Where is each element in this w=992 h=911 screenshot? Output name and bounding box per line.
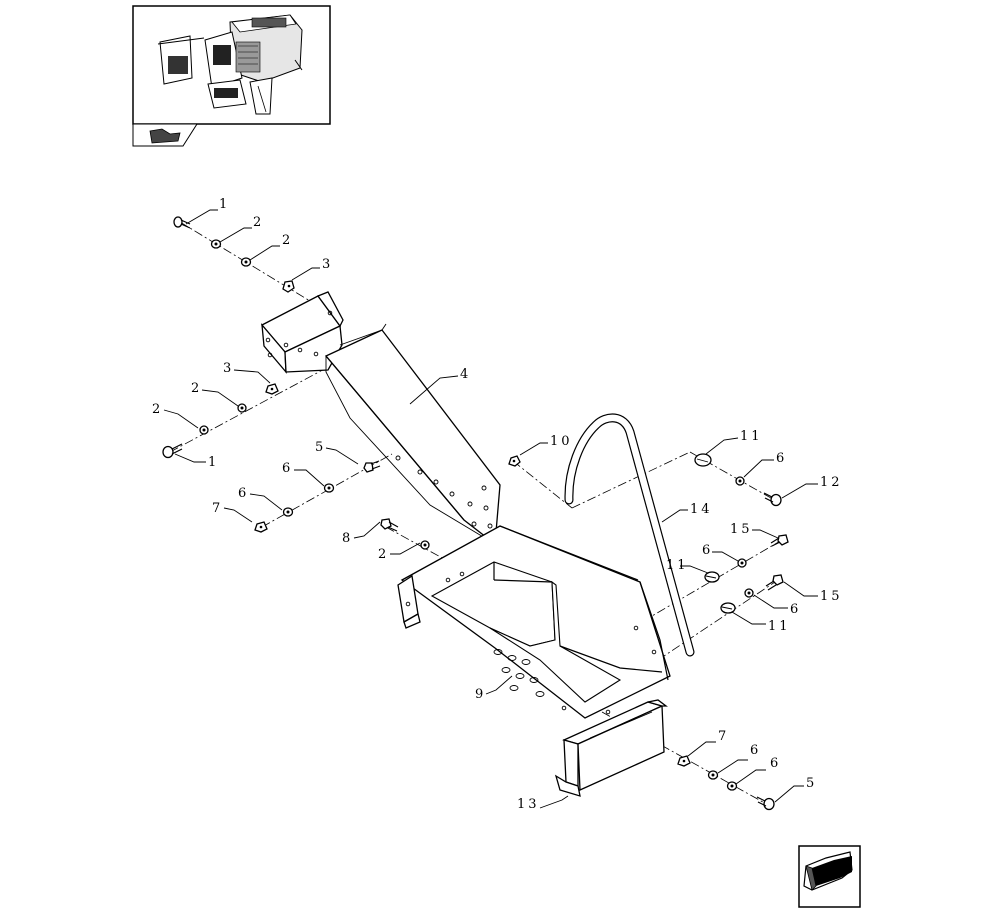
washer-icon[interactable] (737, 558, 747, 568)
washer-icon[interactable] (744, 588, 754, 598)
washer-icon[interactable] (420, 540, 430, 550)
callout-1: 1 (219, 197, 230, 212)
callouts: 1 2 2 3 4 3 2 2 1 5 6 6 7 8 2 9 10 11 6 … (152, 197, 843, 812)
callout-2: 2 (152, 402, 163, 417)
callout-6: 6 (790, 602, 801, 617)
callout-8: 8 (342, 531, 353, 546)
callout-14: 14 (690, 502, 713, 517)
bolt-icon[interactable] (363, 460, 381, 473)
callout-7: 7 (718, 729, 729, 744)
next-page-arrow-icon[interactable] (798, 845, 861, 908)
washer-icon[interactable] (199, 425, 209, 435)
callout-9: 9 (475, 687, 486, 702)
callout-7: 7 (212, 501, 223, 516)
callout-6: 6 (750, 743, 761, 758)
bolt-icon[interactable] (770, 534, 789, 547)
callout-6: 6 (282, 461, 293, 476)
callout-13: 13 (517, 797, 540, 812)
callout-11: 11 (768, 619, 791, 634)
washer-icon[interactable] (282, 507, 294, 517)
callout-3: 3 (322, 257, 333, 272)
nut-icon[interactable] (677, 755, 691, 767)
callout-12: 12 (820, 475, 843, 490)
callout-6: 6 (702, 543, 713, 558)
washer-icon[interactable] (707, 770, 719, 780)
bolt-icon[interactable] (756, 796, 775, 811)
cap-nut-icon[interactable] (704, 571, 720, 583)
washer-icon[interactable] (210, 239, 222, 249)
leader-lines (163, 209, 818, 809)
nut-icon[interactable] (282, 280, 295, 293)
bolt-icon[interactable] (380, 518, 399, 532)
bolt-icon[interactable] (162, 443, 183, 459)
bolt-icon[interactable] (763, 492, 782, 507)
washer-icon[interactable] (237, 403, 247, 413)
grab-handle-part-14[interactable] (564, 413, 695, 657)
callout-6: 6 (776, 451, 787, 466)
cap-nut-icon[interactable] (720, 602, 736, 614)
nut-icon[interactable] (265, 383, 279, 395)
support-arm-part-4[interactable] (260, 291, 501, 546)
lower-bracket-part-13[interactable] (554, 699, 668, 797)
callout-2: 2 (378, 547, 389, 562)
washer-icon[interactable] (240, 257, 252, 267)
machine-overview-thumbnail[interactable] (132, 5, 331, 125)
callout-6: 6 (770, 756, 781, 771)
callout-10: 10 (550, 434, 573, 449)
washer-icon[interactable] (726, 781, 738, 791)
callout-11: 11 (740, 429, 763, 444)
callout-1: 1 (208, 455, 219, 470)
callout-6: 6 (238, 486, 249, 501)
washer-icon[interactable] (323, 483, 335, 493)
callout-15: 15 (820, 589, 843, 604)
callout-2: 2 (282, 233, 293, 248)
bolt-icon[interactable] (765, 574, 784, 591)
step-basket-part-9[interactable] (397, 525, 671, 719)
cap-nut-icon[interactable] (694, 453, 712, 467)
view-tag-icon[interactable] (132, 123, 198, 147)
callout-11: 11 (666, 558, 689, 573)
nut-icon[interactable] (508, 455, 521, 467)
callout-2: 2 (191, 381, 202, 396)
callout-4: 4 (460, 367, 471, 382)
bolt-icon[interactable] (173, 216, 191, 229)
callout-15: 15 (730, 522, 753, 537)
washer-icon[interactable] (735, 476, 745, 486)
callout-2: 2 (253, 215, 264, 230)
nut-icon[interactable] (254, 521, 268, 533)
callout-3: 3 (223, 361, 234, 376)
callout-5: 5 (315, 440, 326, 455)
fasteners (162, 216, 789, 811)
callout-5: 5 (806, 776, 817, 791)
